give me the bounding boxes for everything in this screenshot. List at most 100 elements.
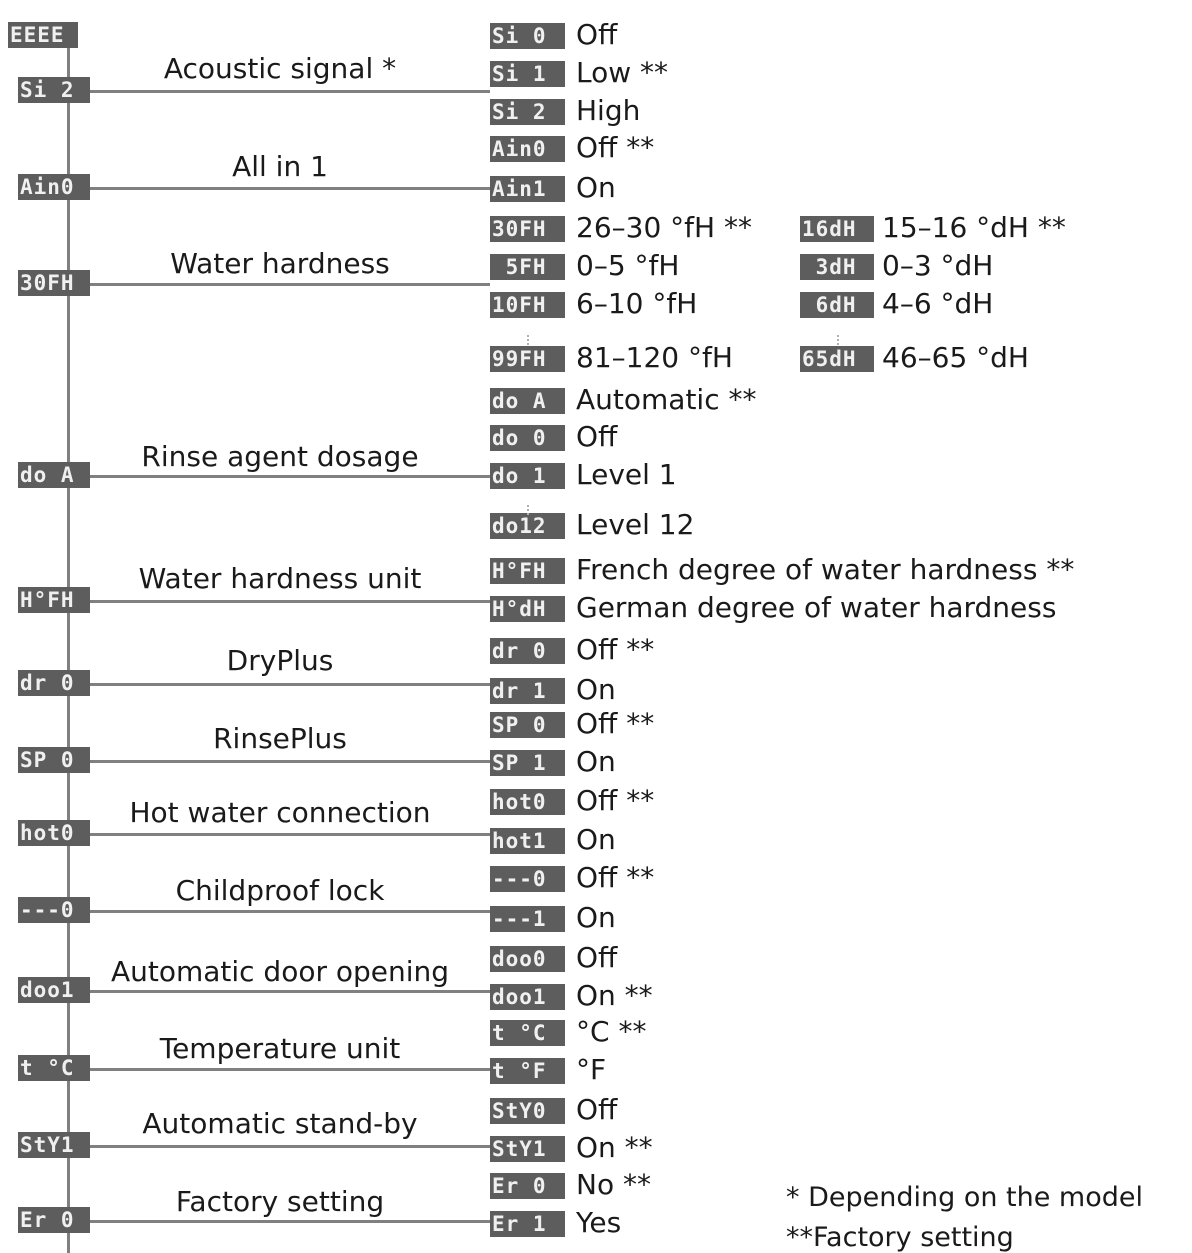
display-code-option-dh: 3dH: [800, 254, 874, 280]
option-text: Off **: [576, 131, 655, 164]
display-code-option-dh: 65dH: [800, 346, 874, 372]
option-text: Automatic **: [576, 383, 757, 416]
display-code-option: SP 1: [490, 750, 565, 776]
display-code-option-dh: 16dH: [800, 216, 874, 242]
option-text: 0–5 °fH: [576, 249, 680, 282]
display-code-option: 10FH: [490, 292, 565, 318]
option-text: Level 12: [576, 508, 695, 541]
display-code-option: Ain1: [490, 176, 565, 202]
branch-line: [70, 833, 490, 836]
display-code-option: Ain0: [490, 136, 565, 162]
branch-line: [70, 187, 490, 190]
setting-label: Automatic stand-by: [142, 1107, 418, 1140]
display-code-setting: doo1: [18, 977, 90, 1003]
branch-line: [70, 1220, 490, 1223]
branch-line: [70, 760, 490, 763]
option-text: Off **: [576, 633, 655, 666]
option-text-dh: 15–16 °dH **: [882, 211, 1066, 244]
option-text: On: [576, 171, 616, 204]
setting-label: Factory setting: [175, 1185, 385, 1218]
option-text: On: [576, 901, 616, 934]
display-code-setting: hot0: [18, 820, 90, 846]
option-text: 26–30 °fH **: [576, 211, 752, 244]
display-code-option: dr 0: [490, 638, 565, 664]
display-code-option: doo1: [490, 984, 565, 1010]
display-code-option: hot0: [490, 789, 565, 815]
display-code-option: 99FH: [490, 346, 565, 372]
display-code-option-dh: 6dH: [800, 292, 874, 318]
footnote-factory: **Factory setting: [786, 1222, 1014, 1253]
display-code-option: ---1: [490, 906, 565, 932]
branch-line: [70, 1068, 490, 1071]
display-code-setting: dr 0: [18, 670, 90, 696]
display-code-option: 30FH: [490, 216, 565, 242]
display-code-option: do 0: [490, 425, 565, 451]
branch-line: [70, 990, 490, 993]
setting-label: Childproof lock: [175, 874, 385, 907]
display-code-setting: Ain0: [18, 174, 90, 200]
option-text: 81–120 °fH: [576, 341, 733, 374]
display-code-option: do12: [490, 513, 565, 539]
option-text: Off: [576, 18, 618, 51]
display-code-setting: Si 2: [18, 77, 90, 103]
option-text: On **: [576, 979, 653, 1012]
option-text: Off: [576, 941, 618, 974]
display-code-option: H°dH: [490, 596, 565, 622]
display-code-option: Si 1: [490, 61, 565, 87]
display-code-setting: ---0: [18, 897, 90, 923]
trunk-line: [67, 48, 70, 1253]
display-code-option: StY1: [490, 1136, 565, 1162]
display-code-setting: H°FH: [18, 587, 90, 613]
setting-label: Rinse agent dosage: [141, 440, 419, 473]
branch-line: [70, 910, 490, 913]
option-text: High: [576, 94, 641, 127]
display-code-option: H°FH: [490, 558, 565, 584]
branch-line: [70, 283, 490, 286]
display-code-option: doo0: [490, 946, 565, 972]
display-code-setting: do A: [18, 462, 90, 488]
display-code-option: SP 0: [490, 712, 565, 738]
option-text: Off: [576, 420, 618, 453]
display-code-setting: Er 0: [18, 1207, 90, 1233]
option-text: Off **: [576, 784, 655, 817]
option-text: Level 1: [576, 458, 677, 491]
continuation-dots: [837, 335, 839, 345]
option-text-dh: 46–65 °dH: [882, 341, 1029, 374]
display-code-option: t °C: [490, 1020, 565, 1046]
display-code-setting: SP 0: [18, 747, 90, 773]
footnote-model: * Depending on the model: [786, 1182, 1143, 1213]
display-code-option: Si 2: [490, 99, 565, 125]
display-code-setting: 30FH: [18, 270, 90, 296]
display-code-option: ---0: [490, 866, 565, 892]
option-text: Off **: [576, 707, 655, 740]
display-code-option: t °F: [490, 1058, 565, 1084]
setting-label: Automatic door opening: [110, 955, 450, 988]
option-text: On **: [576, 1131, 653, 1164]
option-text-dh: 4–6 °dH: [882, 287, 994, 320]
display-code-top: EEEE: [8, 22, 78, 48]
option-text: French degree of water hardness **: [576, 553, 1075, 586]
branch-line: [70, 683, 490, 686]
display-code-option: Er 1: [490, 1211, 565, 1237]
display-code-option: hot1: [490, 828, 565, 854]
display-code-setting: StY1: [18, 1132, 90, 1158]
option-text: 6–10 °fH: [576, 287, 698, 320]
option-text: German degree of water hardness: [576, 591, 1057, 624]
branch-line: [70, 600, 490, 603]
setting-label: All in 1: [232, 150, 328, 183]
setting-label: RinsePlus: [213, 722, 347, 755]
setting-label: Acoustic signal *: [163, 52, 397, 85]
display-code-option: 5FH: [490, 254, 565, 280]
setting-label: Temperature unit: [159, 1032, 401, 1065]
display-code-option: Er 0: [490, 1173, 565, 1199]
continuation-dots: [527, 335, 529, 345]
option-text: Off **: [576, 861, 655, 894]
continuation-dots: [527, 505, 529, 515]
option-text: Yes: [576, 1206, 622, 1239]
setting-label: Water hardness unit: [138, 562, 422, 595]
display-code-option: do 1: [490, 463, 565, 489]
display-code-option: Si 0: [490, 23, 565, 49]
option-text: Low **: [576, 56, 669, 89]
option-text: On: [576, 823, 616, 856]
setting-label: DryPlus: [226, 644, 334, 677]
